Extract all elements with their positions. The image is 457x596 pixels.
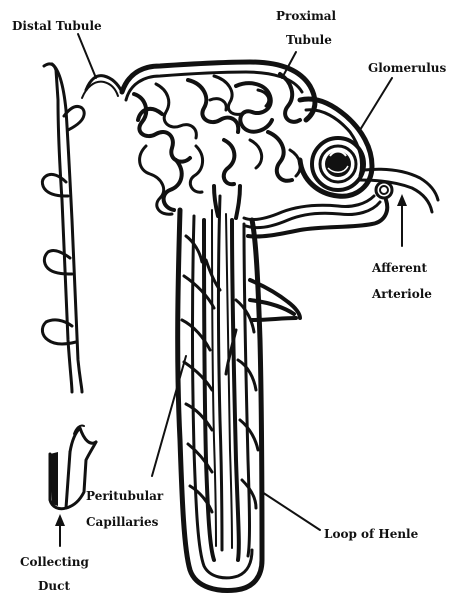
loop-of-henle [178, 186, 300, 590]
label-proximal-tubule-line2: Tubule [286, 33, 332, 47]
label-peritubular-line1: Peritubular [86, 489, 164, 503]
label-peritubular-line2: Capillaries [86, 515, 159, 529]
label-afferent-line1: Afferent [371, 261, 427, 275]
label-afferent-line2: Arteriole [371, 287, 432, 301]
label-collecting-line1: Collecting [20, 555, 89, 569]
label-collecting-line2: Duct [38, 579, 70, 593]
convoluted-tubules [122, 62, 315, 214]
label-distal-tubule: Distal Tubule [12, 19, 102, 33]
label-glomerulus: Glomerulus [368, 61, 446, 75]
collecting-duct-upper [42, 64, 122, 392]
label-loop-of-henle: Loop of Henle [324, 527, 419, 541]
afferent-arteriole [244, 169, 438, 236]
label-proximal-tubule-line1: Proximal [276, 9, 337, 23]
